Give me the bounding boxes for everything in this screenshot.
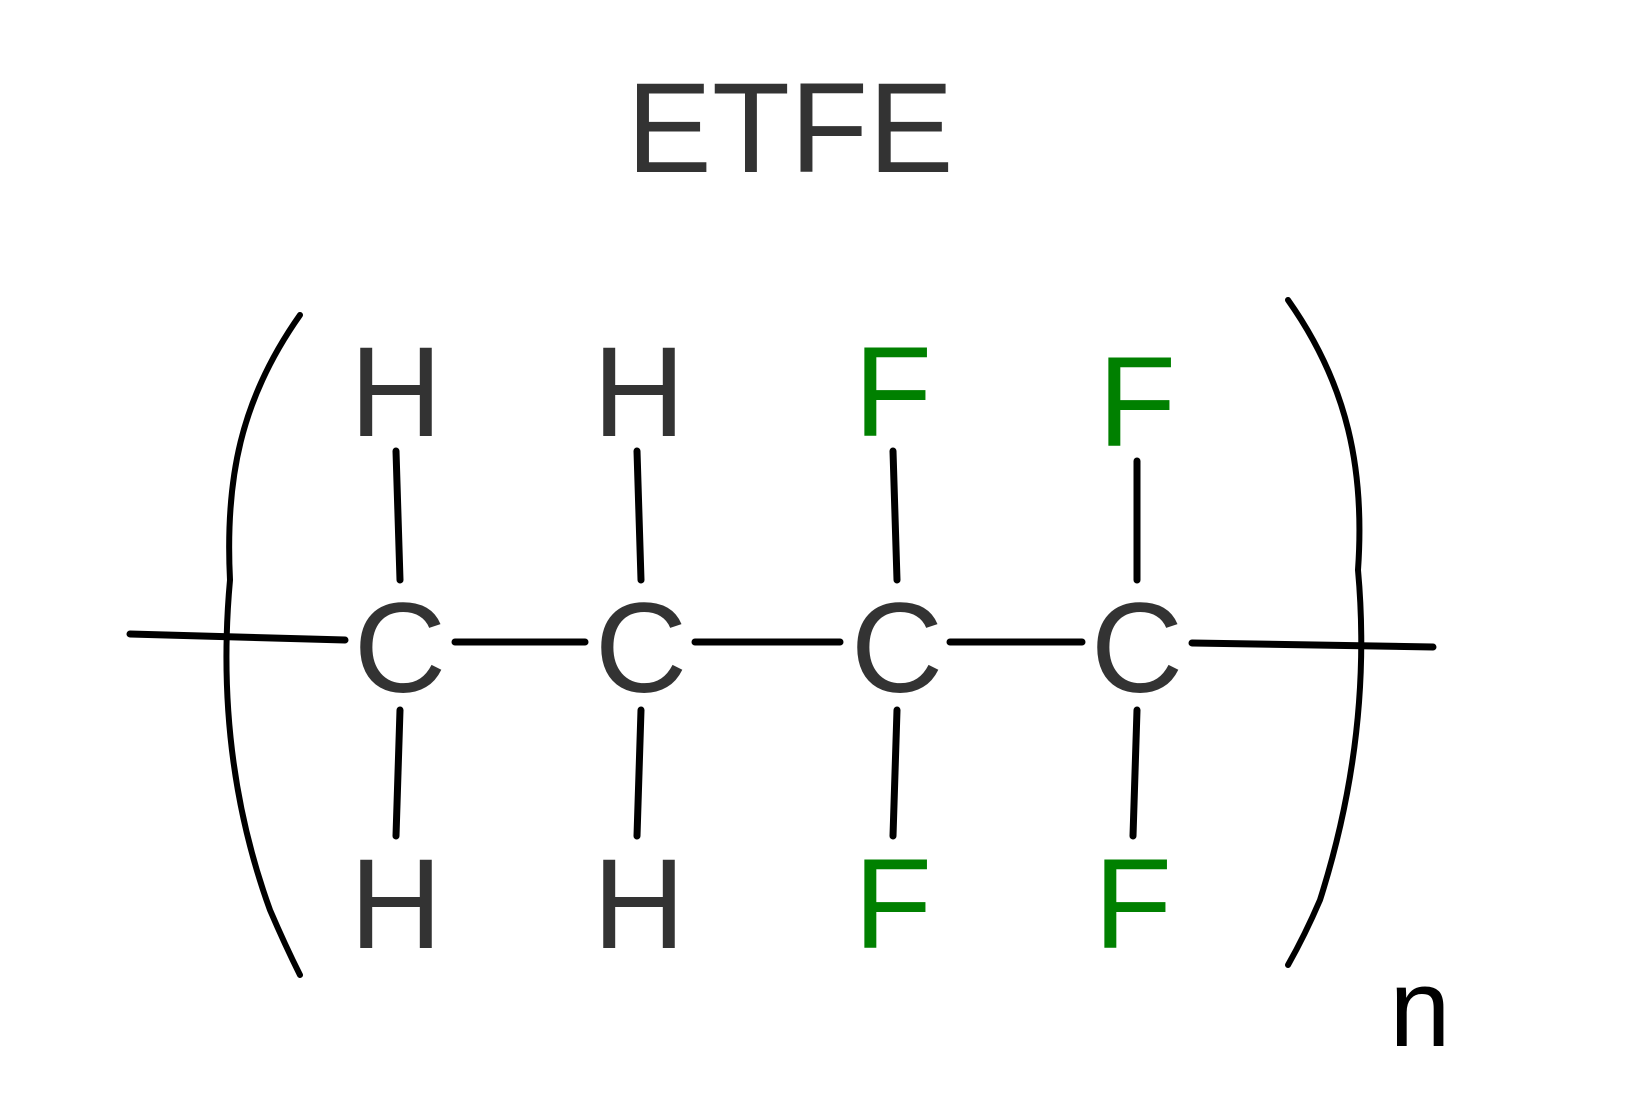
- chain-end-bond-left: [126, 630, 349, 644]
- bond-c2-bottom: [633, 706, 645, 840]
- bond-c4-bottom: [1129, 706, 1141, 840]
- top-fluorine-1: F: [854, 321, 932, 464]
- bond-c3-bottom: [889, 706, 901, 840]
- carbon-atom-3: C: [851, 577, 943, 720]
- bond-c1-bottom: [392, 706, 404, 840]
- carbon-atom-4: C: [1091, 577, 1183, 720]
- left-bracket: [223, 312, 303, 978]
- diagram-title: ETFE: [626, 57, 953, 200]
- bottom-fluorine-2: F: [1094, 833, 1172, 976]
- bond-c3-top: [889, 447, 901, 584]
- bottom-hydrogen-2: H: [593, 833, 685, 976]
- bottom-hydrogen-1: H: [350, 833, 442, 976]
- carbon-atom-2: C: [595, 577, 687, 720]
- top-fluorine-2: F: [1098, 331, 1176, 474]
- top-hydrogen-2: H: [593, 321, 685, 464]
- top-hydrogen-1: H: [350, 321, 442, 464]
- bond-c2-top: [633, 447, 645, 584]
- carbon-atom-1: C: [354, 577, 446, 720]
- right-bracket: [1285, 297, 1365, 968]
- chain-end-bond-right: [1188, 639, 1437, 651]
- bottom-fluorine-1: F: [854, 833, 932, 976]
- repeat-unit-subscript: n: [1389, 947, 1450, 1070]
- bond-c1-top: [392, 447, 404, 584]
